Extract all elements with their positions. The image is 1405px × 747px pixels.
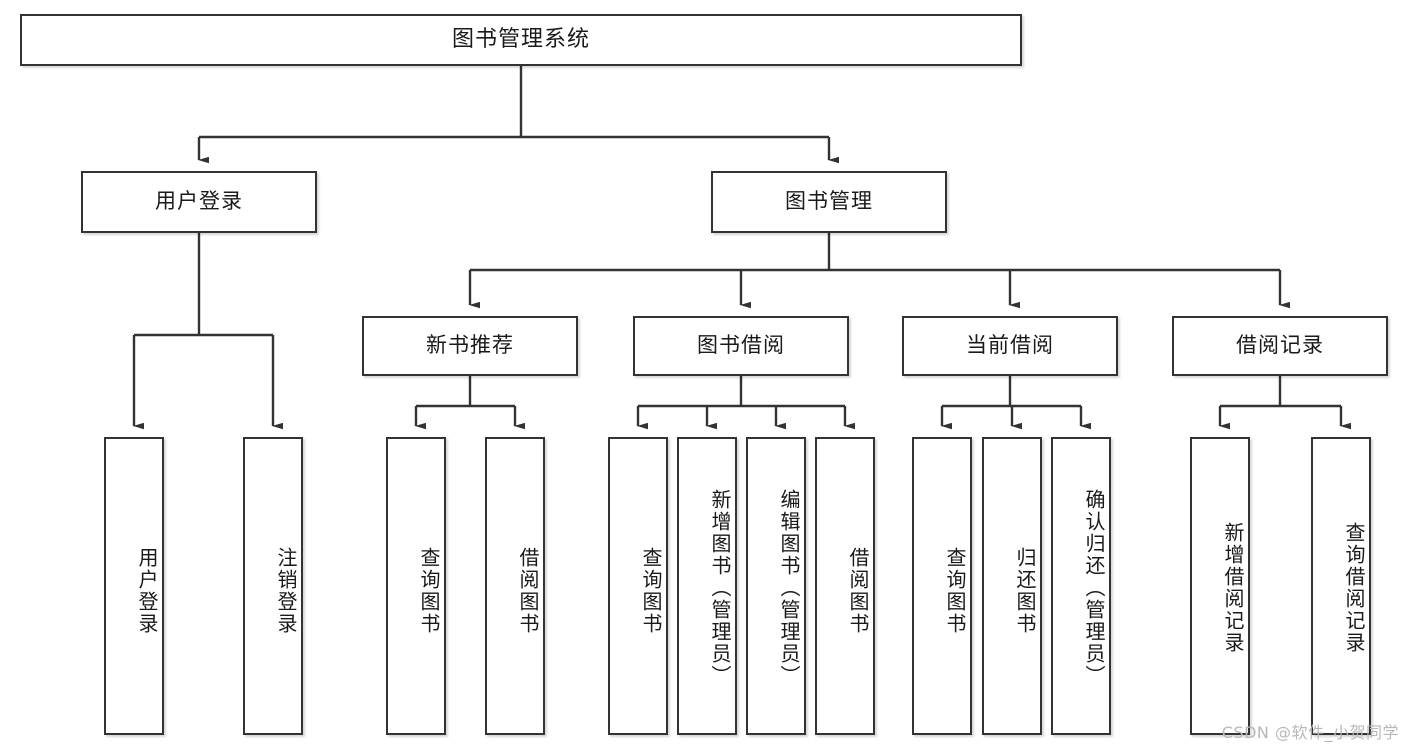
node-root[interactable]: 图书管理系统 — [20, 14, 1022, 66]
node-leaf-edit-book[interactable]: 编辑图书（管理员） — [746, 437, 806, 735]
node-user-login[interactable]: 用户登录 — [81, 171, 317, 233]
node-label: 用户登录 — [135, 547, 159, 635]
node-new-book-rec[interactable]: 新书推荐 — [362, 316, 578, 376]
node-leaf-query-record[interactable]: 查询借阅记录 — [1311, 437, 1371, 735]
node-label: 归还图书 — [1013, 547, 1037, 635]
node-label: 编辑图书（管理员） — [777, 489, 801, 687]
node-label: 图书管理系统 — [451, 26, 590, 52]
node-leaf-confirm-return[interactable]: 确认归还（管理员） — [1051, 437, 1111, 735]
node-label: 查询图书 — [417, 547, 441, 635]
node-label: 当前借阅 — [966, 333, 1054, 358]
node-label: 确认归还（管理员） — [1082, 489, 1106, 687]
node-leaf-add-book[interactable]: 新增图书（管理员） — [677, 437, 737, 735]
node-label: 借阅记录 — [1236, 333, 1324, 358]
node-leaf-query-book-3[interactable]: 查询图书 — [912, 437, 972, 735]
node-label: 用户登录 — [155, 189, 243, 214]
node-label: 注销登录 — [274, 547, 298, 635]
node-label: 查询借阅记录 — [1342, 522, 1366, 654]
node-book-borrow[interactable]: 图书借阅 — [633, 316, 849, 376]
node-leaf-query-book-2[interactable]: 查询图书 — [608, 437, 668, 735]
node-leaf-borrow-book-1[interactable]: 借阅图书 — [485, 437, 545, 735]
node-label: 图书管理 — [785, 189, 873, 214]
node-label: 借阅图书 — [516, 547, 540, 635]
node-label: 新增图书（管理员） — [708, 489, 732, 687]
node-label: 查询图书 — [943, 547, 967, 635]
node-borrow-record[interactable]: 借阅记录 — [1172, 316, 1388, 376]
node-leaf-logout[interactable]: 注销登录 — [243, 437, 303, 735]
node-leaf-user-login[interactable]: 用户登录 — [104, 437, 164, 735]
node-label: 新增借阅记录 — [1221, 522, 1245, 654]
node-book-manage[interactable]: 图书管理 — [711, 171, 947, 233]
node-leaf-query-book-1[interactable]: 查询图书 — [386, 437, 446, 735]
node-label: 新书推荐 — [426, 333, 514, 358]
node-leaf-borrow-book-2[interactable]: 借阅图书 — [815, 437, 875, 735]
node-leaf-add-record[interactable]: 新增借阅记录 — [1190, 437, 1250, 735]
node-leaf-return-book[interactable]: 归还图书 — [982, 437, 1042, 735]
node-current-borrow[interactable]: 当前借阅 — [902, 316, 1118, 376]
node-label: 查询图书 — [639, 547, 663, 635]
node-label: 图书借阅 — [697, 333, 785, 358]
node-label: 借阅图书 — [846, 547, 870, 635]
csdn-watermark: CSDN @软件_小贺同学 — [1221, 723, 1399, 742]
